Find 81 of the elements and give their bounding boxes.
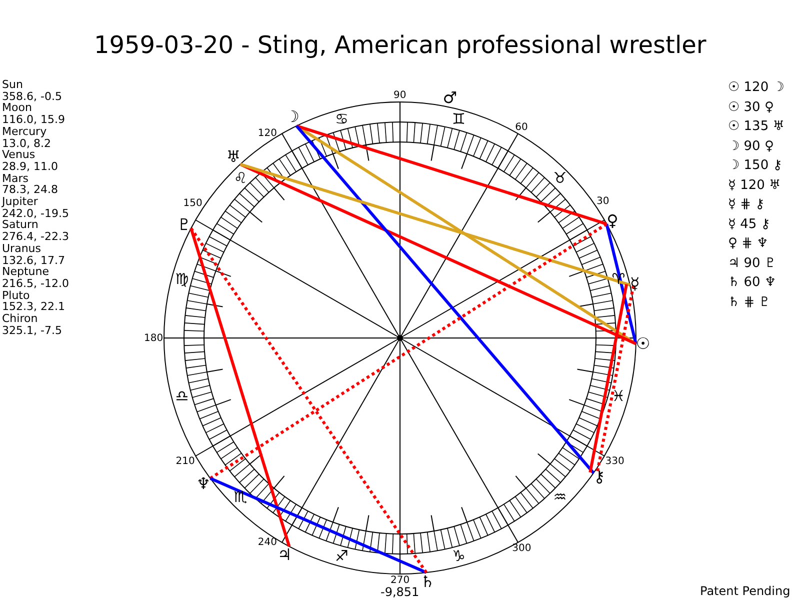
aspect-entry: ☉ 120 ☽ — [728, 80, 784, 96]
degree-label: 60 — [515, 122, 528, 133]
zodiac-sign-glyph: ♑ — [452, 548, 466, 565]
zodiac-sign-glyph: ♏ — [234, 489, 248, 506]
aspect-entry: ♄ ⋕ ♇ — [728, 294, 770, 310]
chart-value: -9,851 — [380, 586, 420, 598]
aspect-entry: ☉ 135 ♅ — [728, 119, 784, 135]
zodiac-sign-glyph: ♊ — [452, 111, 466, 128]
planet-name: Neptune — [2, 266, 50, 278]
aspect-line — [190, 228, 291, 547]
zodiac-sign-glyph: ♍ — [175, 271, 189, 288]
planet-coordinates: 78.3, 24.8 — [2, 184, 58, 196]
planet-coordinates: 116.0, 15.9 — [2, 114, 65, 126]
planet-name: Moon — [2, 102, 32, 114]
zodiac-sign-glyph: ♓ — [612, 388, 626, 405]
aspect-line — [210, 477, 427, 574]
degree-label: 300 — [512, 543, 532, 554]
aspect-entry: ☽ 90 ♀ — [728, 138, 774, 154]
planet-name: Mars — [2, 172, 28, 184]
planet-coordinates: 28.9, 11.0 — [2, 160, 58, 173]
aspect-entry: ☿ ⋕ ⚷ — [728, 197, 765, 213]
chart-title: 1959-03-20 - Sting, American professional wrestler — [94, 31, 706, 59]
planet-glyph: ⚷ — [594, 468, 606, 486]
aspect-line — [596, 285, 635, 474]
planet-name: Uranus — [2, 242, 41, 254]
planet-coordinates: 13.0, 8.2 — [2, 138, 51, 150]
planet-name: Jupiter — [2, 196, 38, 208]
degree-label: 180 — [144, 332, 164, 344]
planet-coordinates: 276.4, -22.3 — [2, 231, 69, 243]
aspect-line — [588, 284, 628, 473]
aspect-entry: ☿ 120 ♅ — [728, 178, 781, 194]
aspect-line — [295, 124, 595, 474]
zodiac-sign-glyph: ♉ — [553, 170, 567, 187]
aspect-entry: ☉ 30 ♀ — [728, 100, 774, 116]
zodiac-sign-glyph: ♋ — [335, 111, 348, 128]
planet-glyph: ♅ — [226, 148, 241, 166]
planet-coordinates: 216.5, -12.0 — [2, 278, 69, 290]
planet-coordinates: 152.3, 22.1 — [2, 301, 65, 313]
planet-name: Chiron — [2, 313, 38, 325]
planet-name: Venus — [2, 149, 36, 161]
planet-glyph: ♆ — [196, 474, 211, 493]
planet-name: Pluto — [2, 290, 30, 302]
degree-label: 240 — [258, 536, 277, 548]
planet-name: Sun — [2, 79, 23, 91]
degree-label: 150 — [183, 198, 202, 209]
planet-glyph: ☿ — [630, 274, 640, 293]
aspect-entry: ♀ ⋕ ♆ — [728, 236, 768, 252]
planet-glyph: ♇ — [177, 216, 192, 234]
planet-glyph: ☉ — [636, 334, 650, 353]
planet-glyph: ♀ — [606, 212, 618, 230]
aspect-entry: ♃ 90 ♇ — [728, 256, 776, 272]
aspect-entry: ☿ 45 ⚷ — [728, 216, 770, 232]
aspect-line — [209, 222, 608, 480]
aspect-line — [190, 227, 428, 574]
planet-glyph: ☽ — [285, 108, 300, 126]
aspect-entry: ♄ 60 ♆ — [728, 275, 776, 291]
planet-coordinates: 325.1, -7.5 — [2, 324, 62, 336]
zodiac-sign-glyph: ♐ — [335, 548, 348, 565]
aspect-line — [296, 124, 608, 226]
planet-name: Saturn — [2, 219, 38, 232]
planet-glyph: ♃ — [277, 546, 292, 564]
degree-label: 90 — [394, 90, 406, 101]
aspect-line — [240, 162, 630, 286]
planet-glyph: ♂ — [442, 88, 458, 107]
zodiac-sign-glyph: ♌ — [234, 170, 248, 187]
zodiac-sign-glyph: ♈ — [612, 271, 626, 288]
planet-coordinates: 358.6, -0.5 — [2, 90, 62, 102]
degree-label: 330 — [605, 456, 624, 468]
zodiac-sign-glyph: ♎ — [175, 388, 189, 405]
planet-coordinates: 132.6, 17.7 — [2, 254, 65, 266]
degree-label: 210 — [176, 456, 195, 468]
patent-note: Patent Pending — [700, 584, 790, 598]
aspect-line — [605, 224, 638, 344]
planet-glyph: ♄ — [420, 572, 435, 591]
aspect-entry: ☽ 150 ⚷ — [728, 158, 782, 174]
zodiac-sign-glyph: ♒ — [553, 489, 567, 506]
degree-label: 120 — [258, 128, 277, 140]
degree-label: 270 — [390, 575, 410, 586]
planet-coordinates: 242.0, -19.5 — [2, 208, 69, 220]
degree-label: 30 — [596, 196, 610, 207]
planet-name: Mercury — [2, 126, 47, 138]
